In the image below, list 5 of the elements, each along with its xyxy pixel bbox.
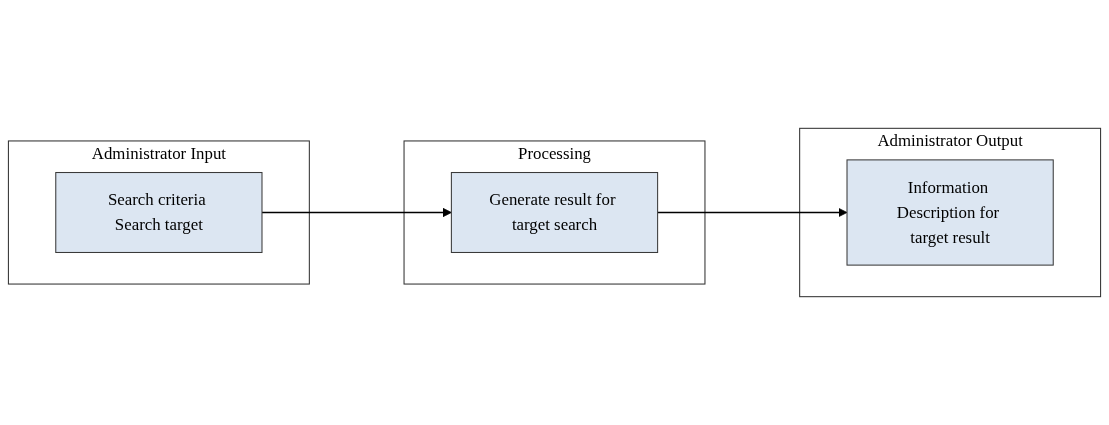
node-box: Information Description for target result (846, 159, 1054, 266)
node-box: Search criteria Search target (55, 172, 263, 253)
arrow (657, 207, 848, 218)
node-box: Generate result for target search (450, 172, 659, 253)
arrow (261, 207, 452, 218)
